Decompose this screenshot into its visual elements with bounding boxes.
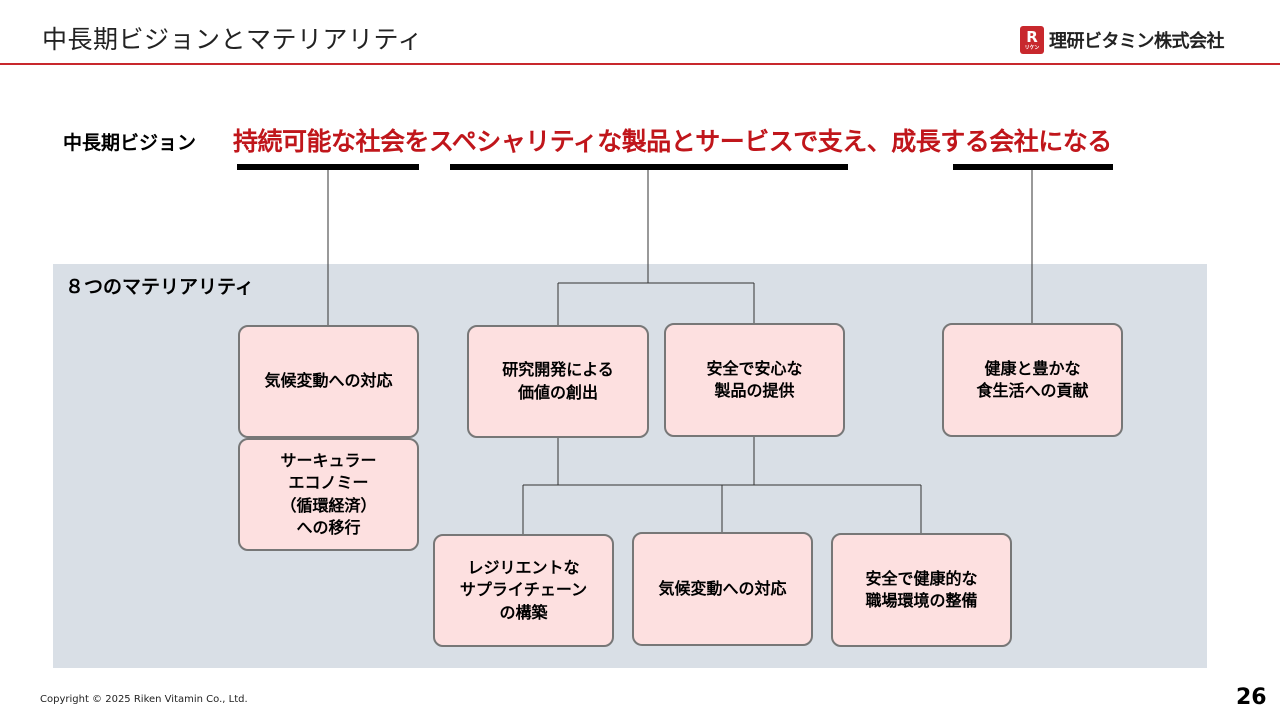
materiality-resilient-supply-chain: レジリエントな サプライチェーン の構築 (433, 534, 614, 647)
materiality-climate-change: 気候変動への対応 (238, 325, 419, 438)
page-number: 26 (1236, 685, 1267, 710)
vision-underline-2 (450, 164, 848, 170)
company-logo: R リケン 理研ビタミン株式会社 (1020, 24, 1225, 56)
vision-underline-1 (237, 164, 419, 170)
copyright: Copyright © 2025 Riken Vitamin Co., Ltd. (40, 694, 248, 705)
materiality-circular-economy: サーキュラー エコノミー （循環経済） への移行 (238, 438, 419, 551)
vision-label: 中長期ビジョン (63, 132, 197, 154)
vision-underline-3 (953, 164, 1113, 170)
materiality-healthy-diet: 健康と豊かな 食生活への貢献 (942, 323, 1123, 437)
logo-mark-icon: R リケン (1020, 26, 1044, 54)
materiality-rnd-value: 研究開発による 価値の創出 (467, 325, 649, 438)
page-title: 中長期ビジョンとマテリアリティ (42, 25, 424, 54)
materiality-safe-products: 安全で安心な 製品の提供 (664, 323, 845, 437)
materiality-safe-workplace: 安全で健康的な 職場環境の整備 (831, 533, 1012, 647)
materiality-climate-change-2: 気候変動への対応 (632, 532, 813, 646)
vision-statement: 持続可能な社会をスペシャリティな製品とサービスで支え、成長する会社になる (233, 127, 1112, 156)
header-divider (0, 63, 1280, 65)
logo-text: 理研ビタミン株式会社 (1049, 31, 1225, 52)
materiality-title: ８つのマテリアリティ (65, 276, 254, 298)
